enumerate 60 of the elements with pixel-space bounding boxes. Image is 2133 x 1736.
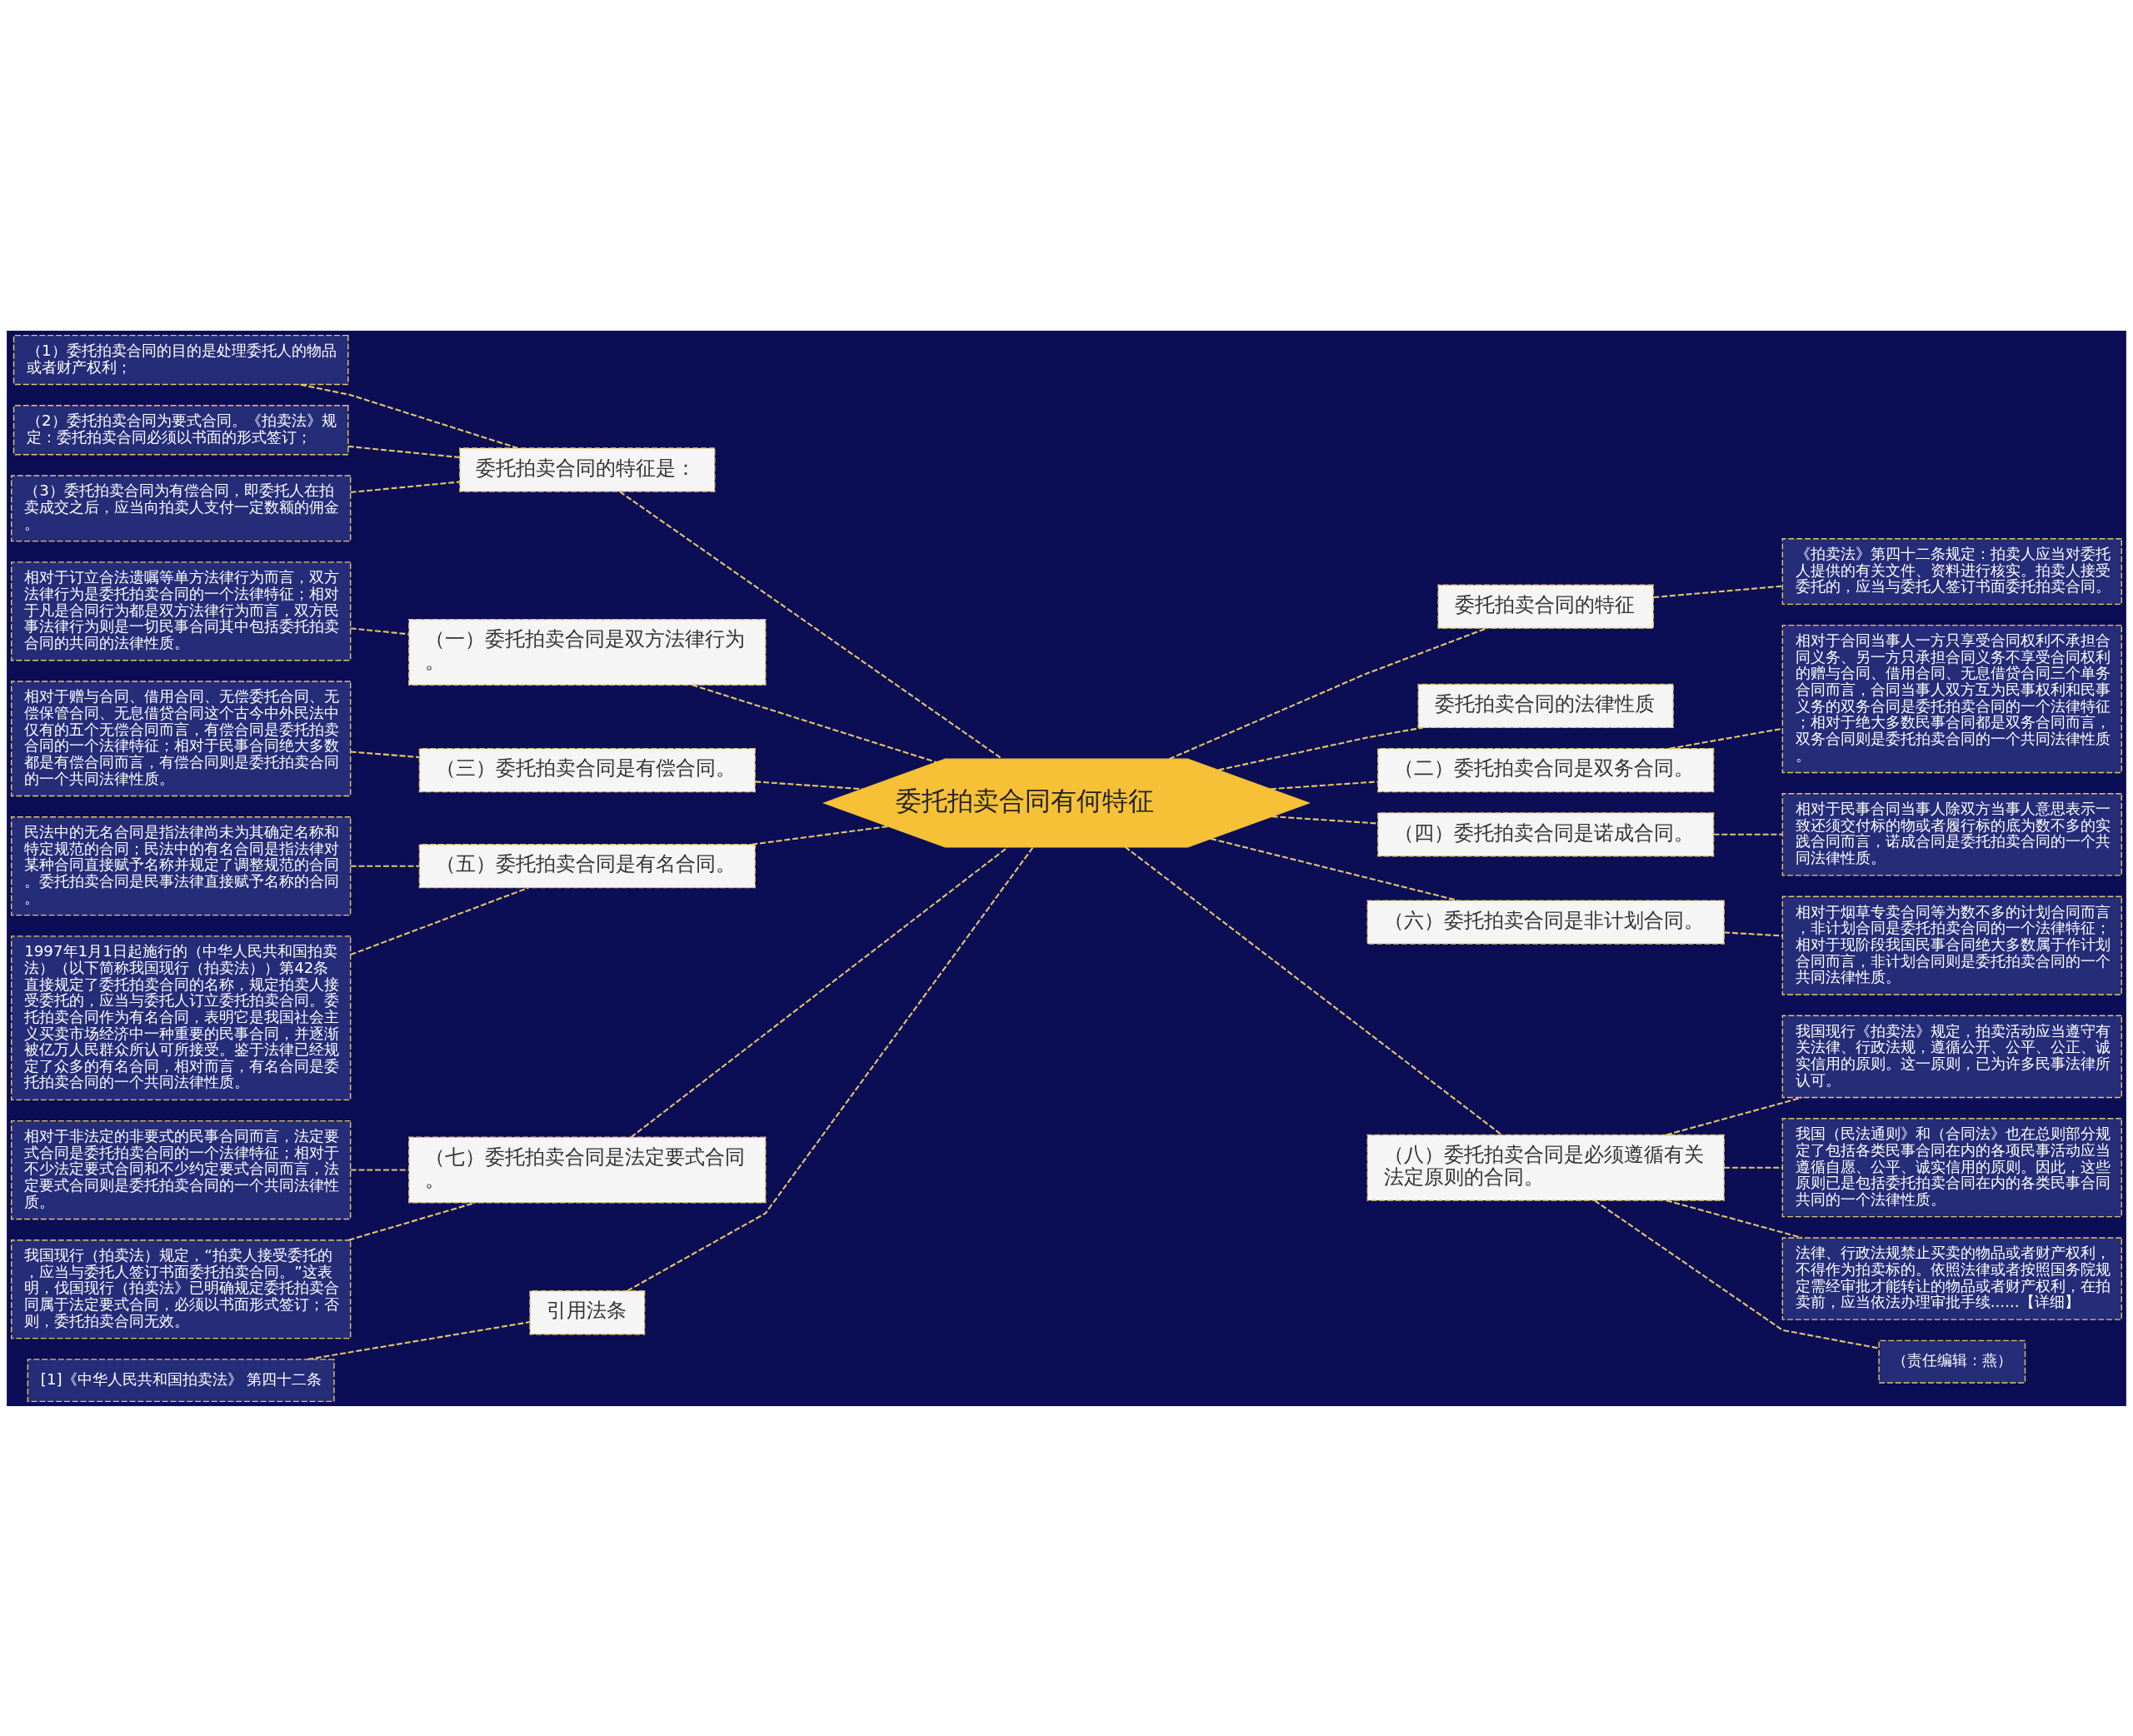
node-box: （五）委托拍卖合同是有名合同。 (418, 843, 756, 888)
node-box: （四）委托拍卖合同是诺成合同。 (1377, 811, 1715, 856)
connector (619, 490, 1003, 760)
connector (350, 1169, 409, 1171)
connector (1724, 1166, 1783, 1169)
node-box: 委托拍卖合同的法律性质 (1417, 683, 1674, 728)
node-box: （一）委托拍卖合同是双方法律行为。 (408, 618, 767, 686)
node-box: （二）委托拍卖合同是双务合同。 (1377, 747, 1715, 792)
connector (300, 383, 518, 449)
node-box: 相对于合同当事人一方只享受合同权利不承担合同义务、另一方只承担合同义务不享受合同权利的赠与合同、借用合同、无息借贷合同三个单务合同而言，合同当事人双方互为民事权利和民事义务的双务合同是委托拍卖合同的一个法律特征；相对于绝大多数民事合同都是双务合同而言，双务合同则是委托拍卖合同的一个共同法律性质。 (1781, 624, 2122, 773)
node-box: （七）委托拍卖合同是法定要式合同。 (408, 1136, 767, 1204)
connector (348, 1201, 476, 1241)
connector (1594, 1199, 1879, 1349)
connector (1666, 1096, 1802, 1135)
node-box: 委托拍卖合同的特征是： (459, 446, 716, 492)
node-box: （三）委托拍卖合同是有偿合同。 (418, 747, 756, 792)
connector (1713, 833, 1783, 836)
node-box: （责任编辑：燕） (1878, 1339, 2026, 1384)
connector (1168, 626, 1488, 760)
node-box: 相对于订立合法遗嘱等单方法律行为而言，双方法律行为是委托拍卖合同的一个法律特征；相对于凡是合同行为都是双方法律行为而言，双方民事法律行为则是一切民事合同其中包括委托拍卖合同的共同的法律性质。 (11, 561, 352, 661)
connector (1270, 780, 1378, 790)
node-box: 相对于民事合同当事人除双方当事人意思表示一致还须交付标的物或者履行标的底为数不多的实践合同而言，诺成合同是委托拍卖合同的一个共同法律性质。 (1781, 792, 2122, 876)
connector (752, 825, 889, 846)
node-box: （八）委托拍卖合同是必须遵循有关法定原则的合同。 (1366, 1134, 1725, 1201)
node-box: 《拍卖法》第四十二条规定：拍卖人应当对委托人提供的有关文件、资料进行核实。拍卖人接受委托的，应当与委托人签订书面委托拍卖合同。 (1781, 537, 2122, 605)
node-box: 委托拍卖合同的特征 (1437, 584, 1654, 629)
connector (350, 750, 420, 758)
connector (630, 846, 1009, 1138)
connector (1218, 726, 1424, 771)
node-box: 相对于烟草专卖合同等为数不多的计划合同而言，非计划合同是委托拍卖合同的一个法律特征；相对于现阶段我国民事合同绝大多数属于作计划合同而言，非计划合同则是委托拍卖合同的一个共同法律性质。 (1781, 895, 2122, 995)
connector (1653, 585, 1783, 598)
connector (350, 480, 460, 493)
connector (1669, 727, 1783, 750)
connector (1724, 930, 1783, 936)
node-box: 我国（民法通则》和（合同法》也在总则部分规定了包括各类民事合同在内的各项民事活动应当遵循自愿、公平、诚实信用的原则。因此，这些原则已是包括委托拍卖合同在内的各类民事合同共同的一个法律性质。 (1781, 1117, 2122, 1217)
node-box: 我国现行《拍卖法》规定，拍卖活动应当遵守有关法律、行政法规，遵循公开、公平、公正、诚实信用的原则。这一原则，已为许多民事法律所认可。 (1781, 1015, 2122, 1098)
connector (755, 780, 862, 790)
connector (692, 683, 937, 763)
node-box: 我国现行（拍卖法）规定，“拍卖人接受委托的，应当与委托人签订书面委托拍卖合同。”这表明，伐国现行（拍卖法》已明确规定委托拍卖合同属于法定要式合同，必须以书面形式签订；否则，委托拍卖合同无效。 (11, 1239, 352, 1339)
node-box: 相对于非法定的非要式的民事合同而言，法定要式合同是委托拍卖合同的一个法律特征；相对于不少法定要式合同和不少约定要式合同而言，法定要式合同则是委托拍卖合同的一个共同法律性质。 (11, 1120, 352, 1220)
connector (350, 865, 420, 867)
node-box: （六）委托拍卖合同是非计划合同。 (1366, 899, 1725, 945)
node-box: （1）委托拍卖合同的目的是处理委托人的物品或者财产权利； (12, 334, 349, 385)
connector (1210, 837, 1459, 901)
connector (307, 1320, 531, 1360)
node-box: [1]《中华人民共和国拍卖法》 第四十二条 (27, 1358, 335, 1402)
node-box: （3）委托拍卖合同为有偿合同，即委托人在拍卖成交之后，应当向拍卖人支付一定数额的佣金。 (11, 474, 352, 541)
node-box: 民法中的无名合同是指法律尚未为其确定名称和特定规范的合同；民法中的有名合同是指法律对某种合同直接赋予名称并规定了调整规范的合同。委托拍卖合同是民事法律直接赋予名称的合同。 (11, 816, 352, 915)
connector (350, 626, 409, 635)
connector (627, 846, 1034, 1291)
connector (350, 886, 529, 955)
connector (1271, 815, 1378, 825)
node-box: 法律、行政法规禁止买卖的物品或者财产权利，不得作为拍卖标的。依照法律或者按照国务院规定需经审批才能转让的物品或者财产权利，在拍卖前，应当依法办理审批手续......【详细】 (1781, 1236, 2122, 1320)
node-box: （2）委托拍卖合同为要式合同。《拍卖法》规定：委托拍卖合同必须以书面的形式签订； (12, 404, 349, 455)
node-box: 引用法条 (529, 1290, 646, 1334)
node-box: 相对于赠与合同、借用合同、无偿委托合同、无偿保管合同、无息借贷合同这个古今中外民法中仅有的五个无偿合同而言，有偿合同是委托拍卖合同的一个法律特征；相对于民事合同绝大多数都是有偿合同而言，有偿合同则是委托拍卖合同的一个共同法律性质。 (11, 680, 352, 796)
connector (1124, 846, 1502, 1135)
connector (1666, 1199, 1802, 1239)
node-box: 1997年1月1日起施行的（中华人民共和国拍卖法）（以下简称我国现行（拍卖法））第42条直接规定了委托拍卖合同的名称，规定拍卖人接受委托的，应当与委托人订立委托拍卖合同。委托拍卖合同作为有名合同，表明它是我国社会主义买卖市场经济中一种重要的民事合同，并逐渐被亿万人民群众所认可所接受。鉴于法律已经规定了众多的有名合同，相对而言，有名合同是委托拍卖合同的一个共同法律性质。 (11, 935, 352, 1100)
connector (347, 445, 460, 458)
